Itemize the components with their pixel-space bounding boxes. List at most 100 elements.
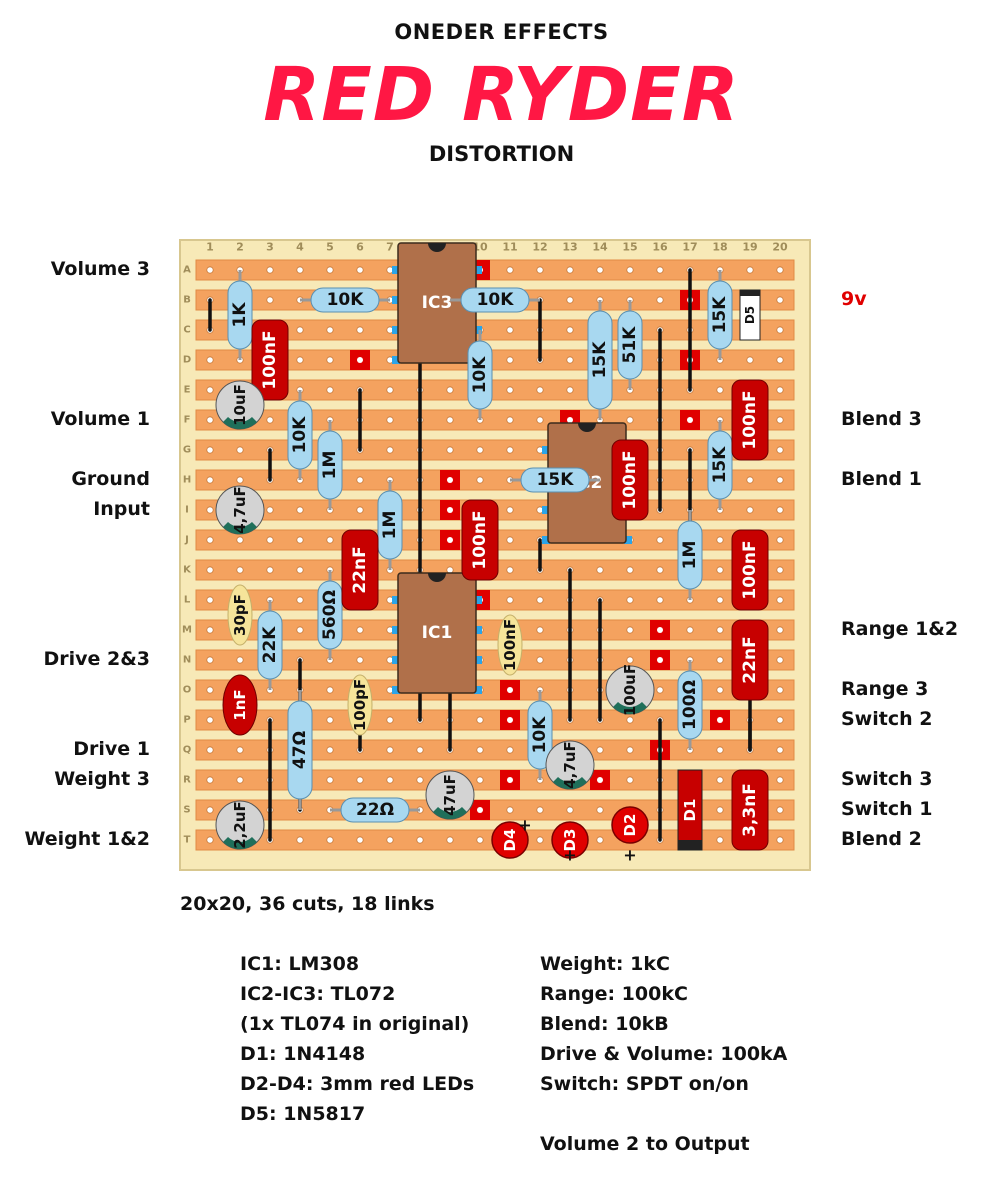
hole [206, 806, 214, 814]
resistor-label: 15K [710, 296, 730, 334]
hole [206, 476, 214, 484]
hole [446, 836, 454, 844]
hole [326, 386, 334, 394]
resistor: 10K [287, 390, 313, 480]
resistor-body [287, 400, 313, 470]
diode: D1 [677, 769, 703, 851]
resistor-label: 15K [590, 341, 610, 379]
column-label: 18 [712, 241, 727, 254]
hole [506, 746, 514, 754]
led: D3 [551, 821, 589, 859]
ic-chip: IC3 [392, 242, 482, 364]
hole [626, 416, 634, 424]
led: D4 [491, 821, 529, 859]
copper-strip [195, 349, 795, 371]
resistor-body [707, 280, 733, 350]
product-type: DISTORTION [428, 142, 575, 166]
column-label: 19 [742, 241, 757, 254]
film-capacitor: 100nF [731, 379, 769, 461]
wire-label-right: Range 1&2 [841, 618, 959, 640]
copper-strip [195, 619, 795, 641]
hole [776, 506, 784, 514]
column-label: 17 [682, 241, 697, 254]
hole [236, 746, 244, 754]
hole [776, 326, 784, 334]
hole [386, 386, 394, 394]
capacitor-label: 100nF [501, 619, 519, 671]
hole [206, 776, 214, 784]
capacitor-label: 100nF [260, 330, 280, 389]
parts-note: Drive & Volume: 100kA [540, 1043, 788, 1065]
wire-label-left: Ground [71, 468, 150, 490]
resistor: 10K [527, 690, 553, 780]
hole [206, 716, 214, 724]
ic-label: IC3 [422, 293, 453, 313]
resistor-body [587, 310, 613, 410]
hole [776, 776, 784, 784]
hole [326, 746, 334, 754]
hole [266, 296, 274, 304]
hole [476, 746, 484, 754]
led-label: D4 [501, 829, 519, 852]
copper-strip [195, 469, 795, 491]
film-capacitor: 3,3nF [731, 769, 769, 851]
capacitor-label: 4,7uF [561, 741, 579, 789]
resistor-body [227, 280, 253, 350]
row-label: P [183, 715, 190, 726]
capacitor-body [731, 769, 769, 851]
hole [416, 836, 424, 844]
hole [776, 266, 784, 274]
diode: D5 [739, 289, 761, 341]
hole [597, 777, 603, 783]
hole [356, 656, 364, 664]
hole [506, 326, 514, 334]
capacitor-body [222, 674, 258, 736]
hole [656, 596, 664, 604]
hole [506, 446, 514, 454]
brand-title: ONEDER EFFECTS [394, 20, 609, 44]
ic-pin [474, 626, 482, 634]
hole [296, 536, 304, 544]
ic-pin [392, 656, 400, 664]
resistor: 1M [377, 480, 403, 570]
row-label: H [183, 475, 191, 486]
hole [506, 356, 514, 364]
resistor-body [707, 430, 733, 500]
diode-label: D5 [743, 306, 757, 324]
resistor-label: 10K [530, 716, 550, 754]
hole [776, 806, 784, 814]
hole [566, 326, 574, 334]
hole [596, 566, 604, 574]
hole [566, 266, 574, 274]
parts-note: Volume 2 to Output [540, 1133, 750, 1155]
capacitor-body [341, 529, 379, 611]
hole [357, 357, 363, 363]
capacitor-stripe [613, 702, 647, 715]
hole [446, 416, 454, 424]
row-label: Q [183, 745, 192, 756]
hole [566, 386, 574, 394]
parts-note: Weight: 1kC [540, 953, 670, 975]
capacitor-label: 100uF [621, 664, 639, 716]
hole [776, 716, 784, 724]
capacitor-stripe [553, 777, 587, 790]
hole [716, 656, 724, 664]
capacitor-body [731, 619, 769, 701]
wire-label-left: Volume 1 [50, 408, 150, 430]
resistor: 10K [450, 287, 540, 313]
resistor-body [467, 340, 493, 410]
hole [356, 626, 364, 634]
capacitor-label: 2,2uF [231, 801, 249, 849]
resistor-label: 10K [290, 416, 310, 454]
hole [746, 356, 754, 364]
hole [536, 806, 544, 814]
hole [416, 776, 424, 784]
row-label: F [184, 415, 191, 426]
hole [776, 596, 784, 604]
electrolytic-capacitor: 4,7uF [545, 740, 595, 790]
resistor-body [257, 610, 283, 680]
capacitor-body [497, 614, 523, 676]
resistor: 560Ω [317, 570, 343, 660]
hole [476, 836, 484, 844]
resistor: 100Ω [677, 660, 703, 750]
